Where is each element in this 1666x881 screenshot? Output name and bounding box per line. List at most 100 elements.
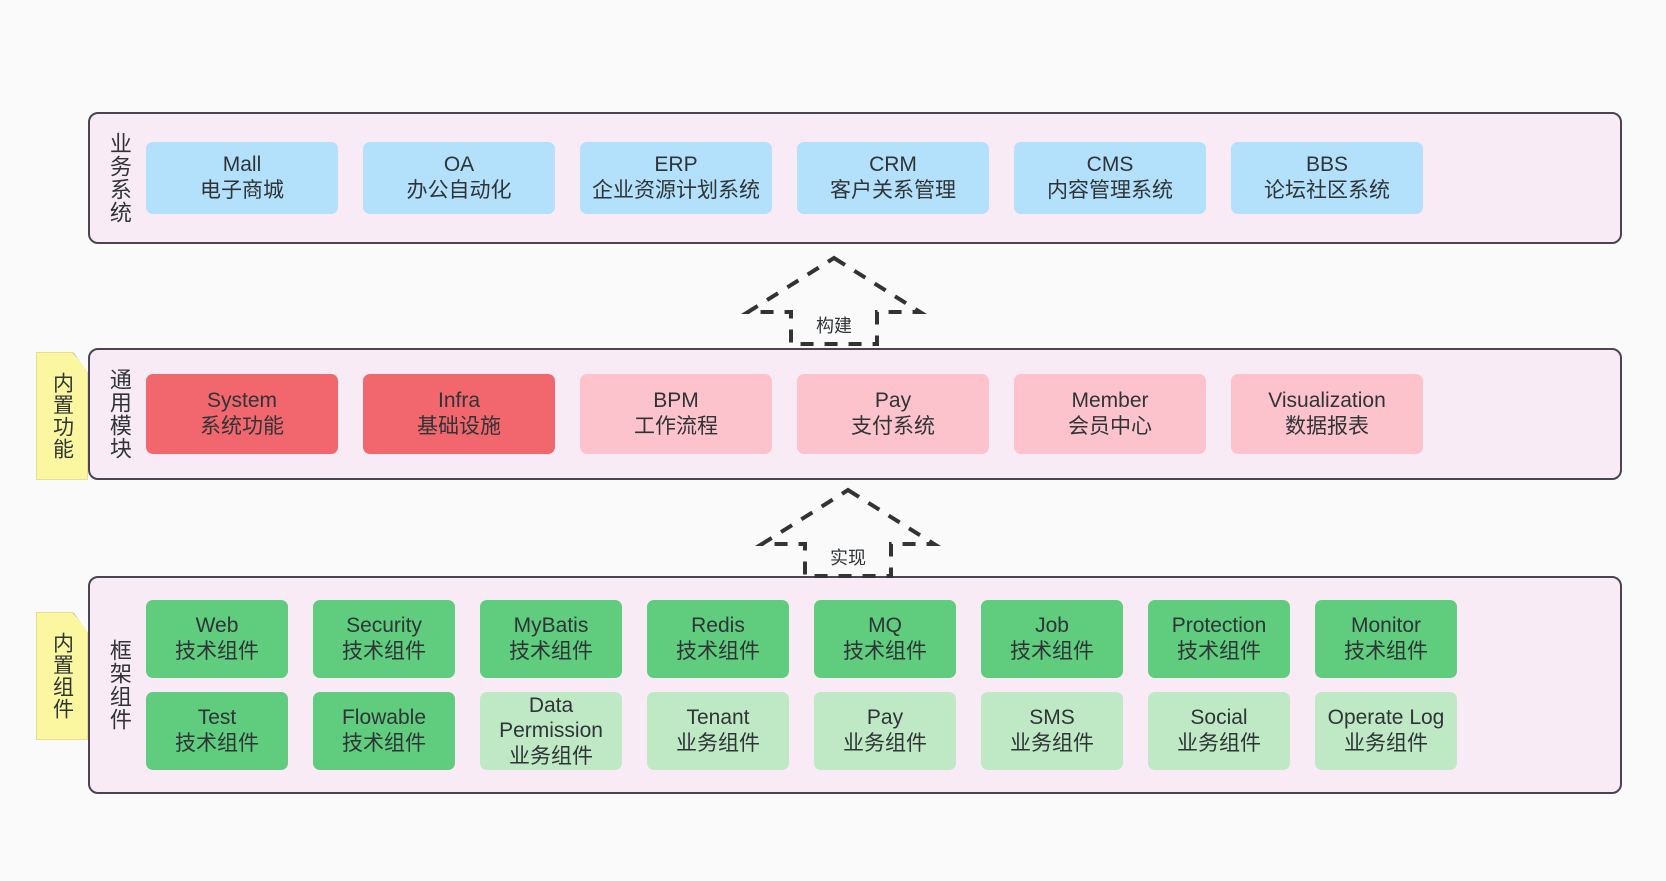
framework-biz-row: Test 技术组件 Flowable 技术组件 Data Permission … [146, 692, 1608, 770]
card-subtitle: 业务组件 [1177, 732, 1261, 755]
card-subtitle: 数据报表 [1285, 415, 1369, 438]
card-title: Social [1190, 706, 1248, 730]
card-flowable[interactable]: Flowable 技术组件 [313, 692, 455, 770]
card-sms[interactable]: SMS 业务组件 [981, 692, 1123, 770]
card-subtitle: 业务组件 [1344, 732, 1428, 755]
card-subtitle: 技术组件 [1177, 640, 1261, 663]
layer-body-business: Mall 电子商城 OA 办公自动化 ERP 企业资源计划系统 CRM 客户关系… [136, 124, 1608, 232]
card-web[interactable]: Web 技术组件 [146, 600, 288, 678]
card-subtitle: 技术组件 [342, 732, 426, 755]
card-title: Data Permission [499, 693, 603, 743]
layer-common-modules: 通用模块 System 系统功能 Infra 基础设施 BPM 工作流程 Pay [88, 348, 1622, 480]
card-subtitle: 论坛社区系统 [1264, 179, 1390, 202]
card-title: Job [1035, 614, 1069, 638]
card-subtitle: 基础设施 [417, 415, 501, 438]
card-test[interactable]: Test 技术组件 [146, 692, 288, 770]
card-bpm[interactable]: BPM 工作流程 [580, 374, 772, 454]
layer-title-framework: 框架组件 [106, 639, 132, 731]
card-job[interactable]: Job 技术组件 [981, 600, 1123, 678]
card-bbs[interactable]: BBS 论坛社区系统 [1231, 142, 1423, 214]
layer-framework-components: 框架组件 Web 技术组件 Security 技术组件 MyBatis 技术组件… [88, 576, 1622, 794]
arrow-implement-outline [755, 487, 941, 578]
card-subtitle: 技术组件 [509, 640, 593, 663]
sticky-note-built-in-functions: 内置功能 [36, 352, 88, 480]
card-title: ERP [654, 153, 698, 177]
card-redis[interactable]: Redis 技术组件 [647, 600, 789, 678]
card-mq[interactable]: MQ 技术组件 [814, 600, 956, 678]
layer-title-business: 业务系统 [106, 132, 132, 224]
card-pay-component[interactable]: Pay 业务组件 [814, 692, 956, 770]
card-title: Member [1071, 389, 1149, 413]
framework-tech-row: Web 技术组件 Security 技术组件 MyBatis 技术组件 Redi… [146, 600, 1608, 678]
card-tenant[interactable]: Tenant 业务组件 [647, 692, 789, 770]
card-title: Pay [866, 706, 904, 730]
card-title: System [206, 389, 277, 413]
card-title: Security [346, 614, 422, 638]
card-title: Test [197, 706, 237, 730]
card-subtitle: 内容管理系统 [1047, 179, 1173, 202]
card-operate-log[interactable]: Operate Log 业务组件 [1315, 692, 1457, 770]
card-crm[interactable]: CRM 客户关系管理 [797, 142, 989, 214]
card-data-permission[interactable]: Data Permission 业务组件 [480, 692, 622, 770]
card-title: Flowable [341, 706, 427, 730]
card-system[interactable]: System 系统功能 [146, 374, 338, 454]
arrow-implement-label: 实现 [828, 544, 868, 570]
card-subtitle: 技术组件 [175, 640, 259, 663]
card-subtitle: 会员中心 [1068, 415, 1152, 438]
arrow-build-outline [741, 255, 927, 346]
card-title: Pay [874, 389, 912, 413]
card-oa[interactable]: OA 办公自动化 [363, 142, 555, 214]
card-title: MyBatis [513, 614, 589, 638]
card-subtitle: 技术组件 [1010, 640, 1094, 663]
card-security[interactable]: Security 技术组件 [313, 600, 455, 678]
card-title: Visualization [1268, 389, 1386, 413]
sticky-note-label: 内置组件 [50, 632, 74, 720]
card-infra[interactable]: Infra 基础设施 [363, 374, 555, 454]
sticky-note-label: 内置功能 [50, 372, 74, 460]
layer-business-systems: 业务系统 Mall 电子商城 OA 办公自动化 ERP 企业资源计划系统 CRM [88, 112, 1622, 244]
arrow-implement: 实现 [755, 486, 941, 580]
card-subtitle: 技术组件 [342, 640, 426, 663]
layer-title-modules: 通用模块 [106, 368, 132, 460]
card-subtitle: 支付系统 [851, 415, 935, 438]
card-protection[interactable]: Protection 技术组件 [1148, 600, 1290, 678]
card-erp[interactable]: ERP 企业资源计划系统 [580, 142, 772, 214]
card-subtitle: 技术组件 [175, 732, 259, 755]
card-title: Tenant [686, 706, 750, 730]
card-title: Web [195, 614, 239, 638]
card-monitor[interactable]: Monitor 技术组件 [1315, 600, 1457, 678]
card-subtitle: 业务组件 [509, 744, 593, 768]
arrow-build: 构建 [741, 254, 927, 348]
card-title: CRM [869, 153, 917, 177]
card-subtitle: 电子商城 [200, 179, 284, 202]
card-visualization[interactable]: Visualization 数据报表 [1231, 374, 1423, 454]
card-mybatis[interactable]: MyBatis 技术组件 [480, 600, 622, 678]
card-subtitle: 办公自动化 [406, 179, 512, 202]
card-social[interactable]: Social 业务组件 [1148, 692, 1290, 770]
business-card-row: Mall 电子商城 OA 办公自动化 ERP 企业资源计划系统 CRM 客户关系… [146, 142, 1608, 214]
card-title: BPM [653, 389, 699, 413]
card-title: Infra [437, 389, 481, 413]
card-subtitle: 技术组件 [1344, 640, 1428, 663]
card-subtitle: 企业资源计划系统 [592, 179, 760, 202]
card-mall[interactable]: Mall 电子商城 [146, 142, 338, 214]
card-title: OA [443, 153, 475, 177]
sticky-note-built-in-components: 内置组件 [36, 612, 88, 740]
arrow-build-label: 构建 [814, 312, 854, 338]
card-title: Protection [1171, 614, 1267, 638]
card-member[interactable]: Member 会员中心 [1014, 374, 1206, 454]
card-title: BBS [1305, 153, 1349, 177]
card-subtitle: 客户关系管理 [830, 179, 956, 202]
card-subtitle: 业务组件 [1010, 732, 1094, 755]
card-title: CMS [1086, 153, 1134, 177]
card-cms[interactable]: CMS 内容管理系统 [1014, 142, 1206, 214]
card-subtitle: 系统功能 [200, 415, 284, 438]
layer-body-framework: Web 技术组件 Security 技术组件 MyBatis 技术组件 Redi… [136, 588, 1608, 782]
card-title: Mall [222, 153, 262, 177]
card-subtitle: 工作流程 [634, 415, 718, 438]
card-title: MQ [868, 614, 902, 638]
card-subtitle: 业务组件 [676, 732, 760, 755]
layer-body-modules: System 系统功能 Infra 基础设施 BPM 工作流程 Pay 支付系统… [136, 360, 1608, 468]
card-pay-module[interactable]: Pay 支付系统 [797, 374, 989, 454]
card-title: Monitor [1350, 614, 1422, 638]
